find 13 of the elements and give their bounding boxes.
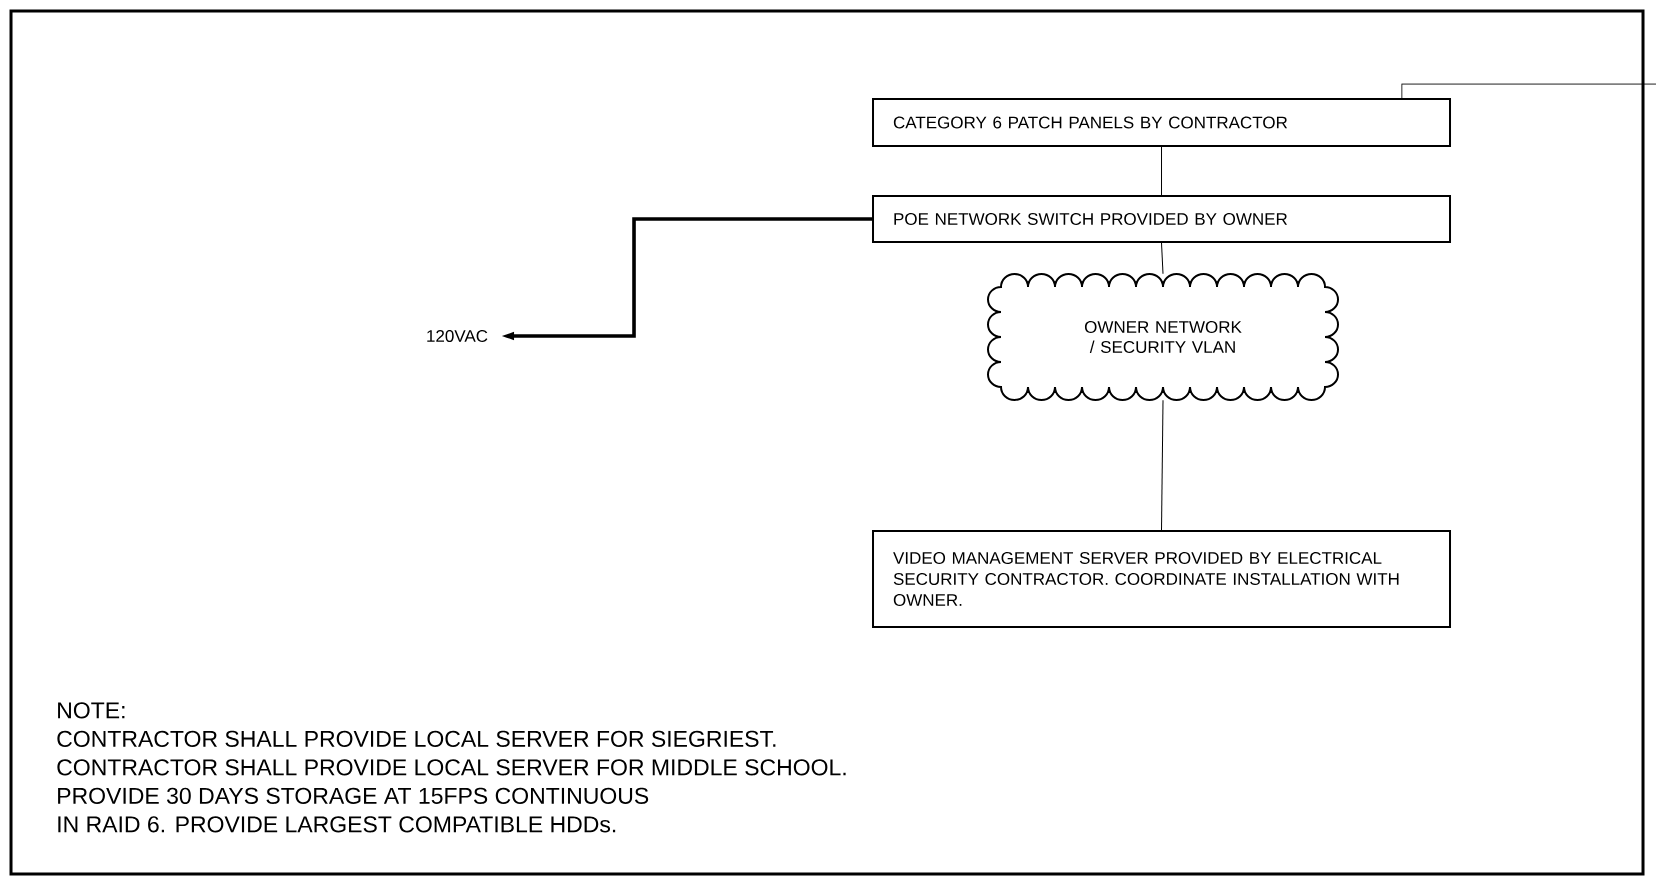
connector-line [1161,146,1162,196]
connector-line [1161,242,1164,275]
process-box: VIDEO MANAGEMENT SERVER PROVIDED BY ELECTRICAL SECURITY CONTRACTOR. COORDINATE INSTALLATION WITH OWNER. [872,530,1451,628]
note-text: CONTRACTOR SHALL PROVIDE LOCAL SERVER FOR MIDDLE SCHOOL. [57,759,846,776]
process-box: POE NETWORK SWITCH PROVIDED BY OWNER [872,195,1451,243]
note-text: IN RAID 6. PROVIDE LARGEST COMPATIBLE HDDs. [58,816,616,833]
connector-line [1161,399,1164,531]
note-text: NOTE: [58,702,125,719]
supply-label: 120VAC [427,329,488,342]
network-cloud: OWNER NETWORK / SECURITY VLAN [987,273,1339,401]
process-box: CATEGORY 6 PATCH PANELS BY CONTRACTOR [872,98,1451,147]
note-text: PROVIDE 30 DAYS STORAGE AT 15FPS CONTINUOUS [58,787,649,804]
note-text: CONTRACTOR SHALL PROVIDE LOCAL SERVER FOR SIEGRIEST. [57,730,776,747]
